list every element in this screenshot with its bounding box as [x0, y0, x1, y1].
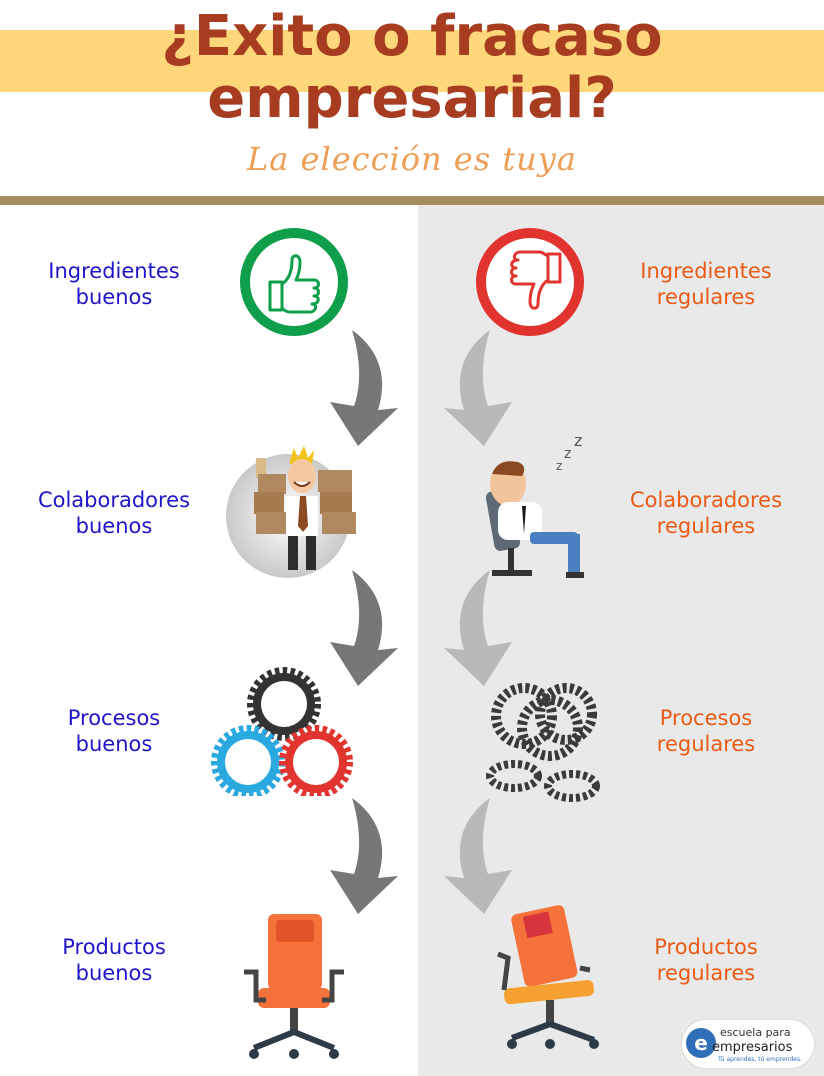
- thumbs-down-icon: [476, 228, 584, 336]
- label-colaboradores-buenos: Colaboradores buenos: [37, 488, 191, 538]
- arrow-down-bad-2: [444, 570, 512, 686]
- page-title: ¿Exito o fracaso empresarial?: [0, 6, 824, 130]
- tangled-gears-icon: [486, 683, 600, 802]
- label-ingredientes-regulares: Ingredientes regulares: [640, 259, 772, 309]
- label-productos-regulares: Productos regulares: [654, 935, 758, 985]
- page-subtitle: La elección es tuya: [247, 140, 577, 178]
- sleeping-worker-icon: z z z: [485, 431, 584, 578]
- broken-chair-icon: [497, 905, 599, 1049]
- arrow-down-good-1: [330, 330, 398, 446]
- label-colaboradores-regulares: Colaboradores regulares: [629, 488, 783, 538]
- title-line-1: ¿Exito o fracaso: [161, 4, 663, 69]
- logo-line2: empresarios: [712, 1040, 793, 1055]
- escuela-para-empresarios-logo: e escuela para empresarios Tú aprendes, …: [682, 1020, 814, 1068]
- thumbs-up-icon: [240, 228, 348, 336]
- label-procesos-buenos: Procesos buenos: [67, 706, 161, 756]
- divider: [0, 196, 824, 205]
- label-ingredientes-buenos: Ingredientes buenos: [48, 259, 180, 309]
- arrow-down-bad-3: [444, 798, 512, 914]
- aligned-gears-icon: [211, 667, 353, 796]
- arrow-down-bad-1: [444, 330, 512, 446]
- svg-text:z: z: [574, 431, 582, 450]
- arrow-down-good-3: [330, 798, 398, 914]
- arrow-down-good-2: [330, 570, 398, 686]
- logo-line1: escuela para: [720, 1026, 791, 1039]
- logo-tagline: Tú aprendes, tú emprendes.: [718, 1056, 802, 1063]
- title-band: [0, 30, 824, 92]
- motivated-worker-icon: [226, 446, 356, 578]
- svg-text:z: z: [556, 459, 562, 473]
- logo-s-icon: e: [686, 1028, 716, 1058]
- title-line-2: empresarial?: [207, 66, 617, 131]
- label-procesos-regulares: Procesos regulares: [656, 706, 756, 756]
- label-productos-buenos: Productos buenos: [62, 935, 166, 985]
- svg-text:z: z: [564, 446, 571, 462]
- office-chair-icon: [244, 914, 344, 1059]
